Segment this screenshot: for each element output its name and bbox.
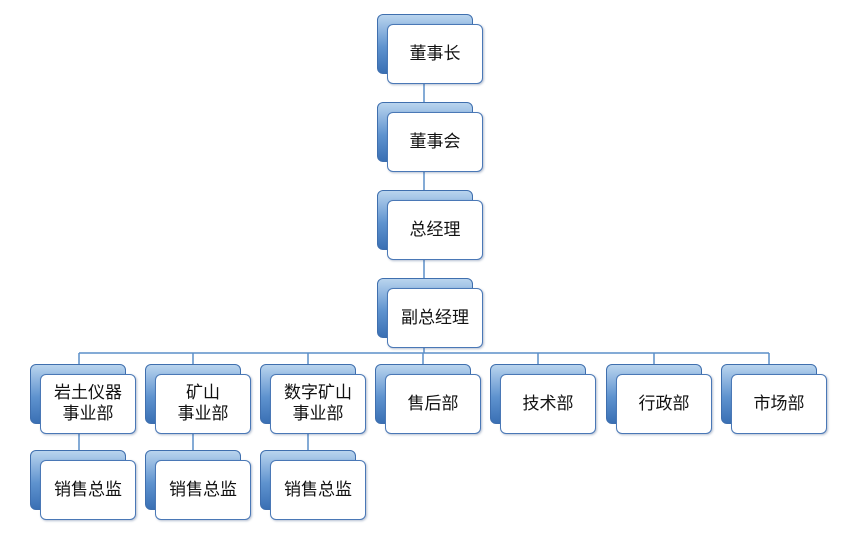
department-label: 市场部 [731,374,827,434]
sales-director-label: 销售总监 [155,460,251,520]
chairman-box: 董事长 [377,14,483,84]
department-label: 售后部 [385,374,481,434]
department-box-geotechnical: 岩土仪器 事业部 [30,364,136,434]
sales-director-box-digital-mining: 销售总监 [260,450,366,520]
sales-director-box-mining: 销售总监 [145,450,251,520]
sales-director-label: 销售总监 [270,460,366,520]
general-manager-label: 总经理 [387,200,483,260]
chairman-label: 董事长 [387,24,483,84]
sales-director-box-geotechnical: 销售总监 [30,450,136,520]
department-box-digital-mining: 数字矿山 事业部 [260,364,366,434]
department-box-mining: 矿山 事业部 [145,364,251,434]
board-label: 董事会 [387,112,483,172]
board-box: 董事会 [377,102,483,172]
deputy-general-manager-label: 副总经理 [387,288,483,348]
department-label: 数字矿山 事业部 [270,374,366,434]
general-manager-box: 总经理 [377,190,483,260]
department-label: 矿山 事业部 [155,374,251,434]
department-label: 行政部 [616,374,712,434]
department-box-after-sales: 售后部 [375,364,481,434]
deputy-general-manager-box: 副总经理 [377,278,483,348]
department-box-administration: 行政部 [606,364,712,434]
department-label: 技术部 [500,374,596,434]
sales-director-label: 销售总监 [40,460,136,520]
department-label: 岩土仪器 事业部 [40,374,136,434]
department-box-marketing: 市场部 [721,364,827,434]
department-box-technical: 技术部 [490,364,596,434]
